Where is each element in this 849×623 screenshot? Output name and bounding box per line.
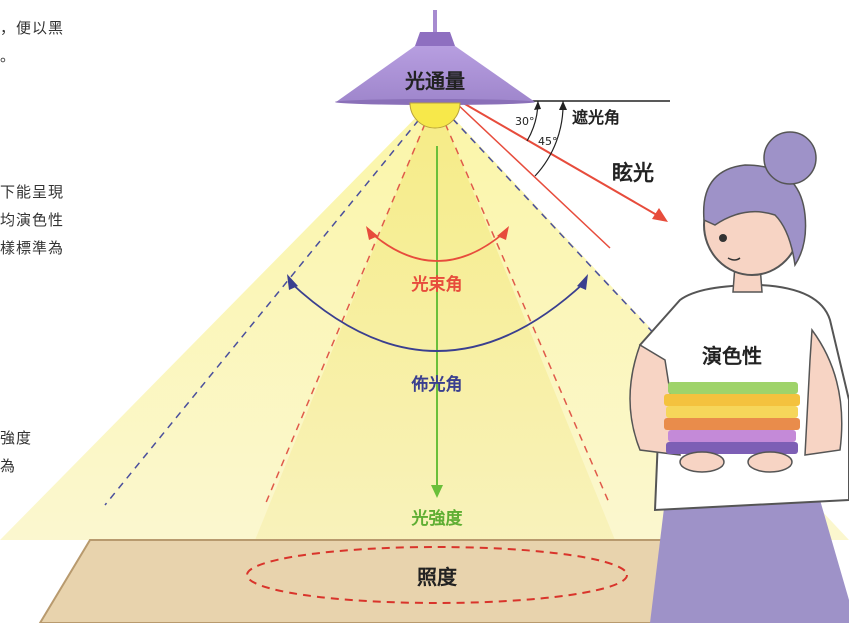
article-line: 為 xyxy=(0,457,17,475)
glare-label: 眩光 xyxy=(612,161,654,185)
glare-line xyxy=(454,101,611,249)
beam-angle-arrow-left xyxy=(366,226,378,240)
glare-arrow-line xyxy=(457,99,663,219)
light-cone-inner xyxy=(255,98,615,540)
beam-angle-line-left xyxy=(264,99,436,506)
angle-30-label: 30° xyxy=(515,115,535,128)
article-text-block-1: ，便以黑 。 xyxy=(0,14,64,70)
illuminance-label: 照度 xyxy=(417,565,458,589)
table-surface xyxy=(38,539,832,623)
article-text-block-3: 強度 為 xyxy=(0,424,32,480)
article-line: 下能呈現 xyxy=(0,183,65,201)
beam-angle-arrow-right xyxy=(497,226,509,240)
article-line: 強度 xyxy=(0,429,33,447)
article-line: 均演色性 xyxy=(0,211,65,229)
person-illustration xyxy=(629,131,849,623)
color-rendering-label: 演色性 xyxy=(702,344,762,368)
angle-45-label: 45° xyxy=(538,135,558,148)
article-line: ，便以黑 xyxy=(0,19,65,37)
illuminance-area xyxy=(246,546,628,604)
spread-angle-label: 佈光角 xyxy=(411,374,463,395)
spread-angle-line-right xyxy=(434,99,661,341)
beam-angle-arc xyxy=(369,231,506,262)
lamp-icon xyxy=(335,10,535,129)
angle-45-arrow xyxy=(559,101,567,110)
beam-angle-line-right xyxy=(434,99,611,506)
article-line: 樣標準為 xyxy=(0,239,65,257)
spread-angle-arrow-right xyxy=(577,274,588,290)
intensity-label: 光強度 xyxy=(411,508,464,529)
article-line: 。 xyxy=(0,47,17,65)
cutoff-angle-label: 遮光角 xyxy=(572,108,620,127)
angle-30-arrow xyxy=(534,101,541,110)
spread-angle-arc xyxy=(289,281,586,352)
beam-angle-label: 光束角 xyxy=(411,274,463,295)
luminous-flux-label: 光通量 xyxy=(404,69,465,93)
article-text-block-2: 下能呈現 均演色性 樣標準為 xyxy=(0,178,64,262)
glare-arrow-head xyxy=(652,208,668,222)
spread-angle-arrow-left xyxy=(287,274,298,290)
spread-angle-line-left xyxy=(104,99,436,506)
intensity-arrow-head xyxy=(431,485,443,498)
